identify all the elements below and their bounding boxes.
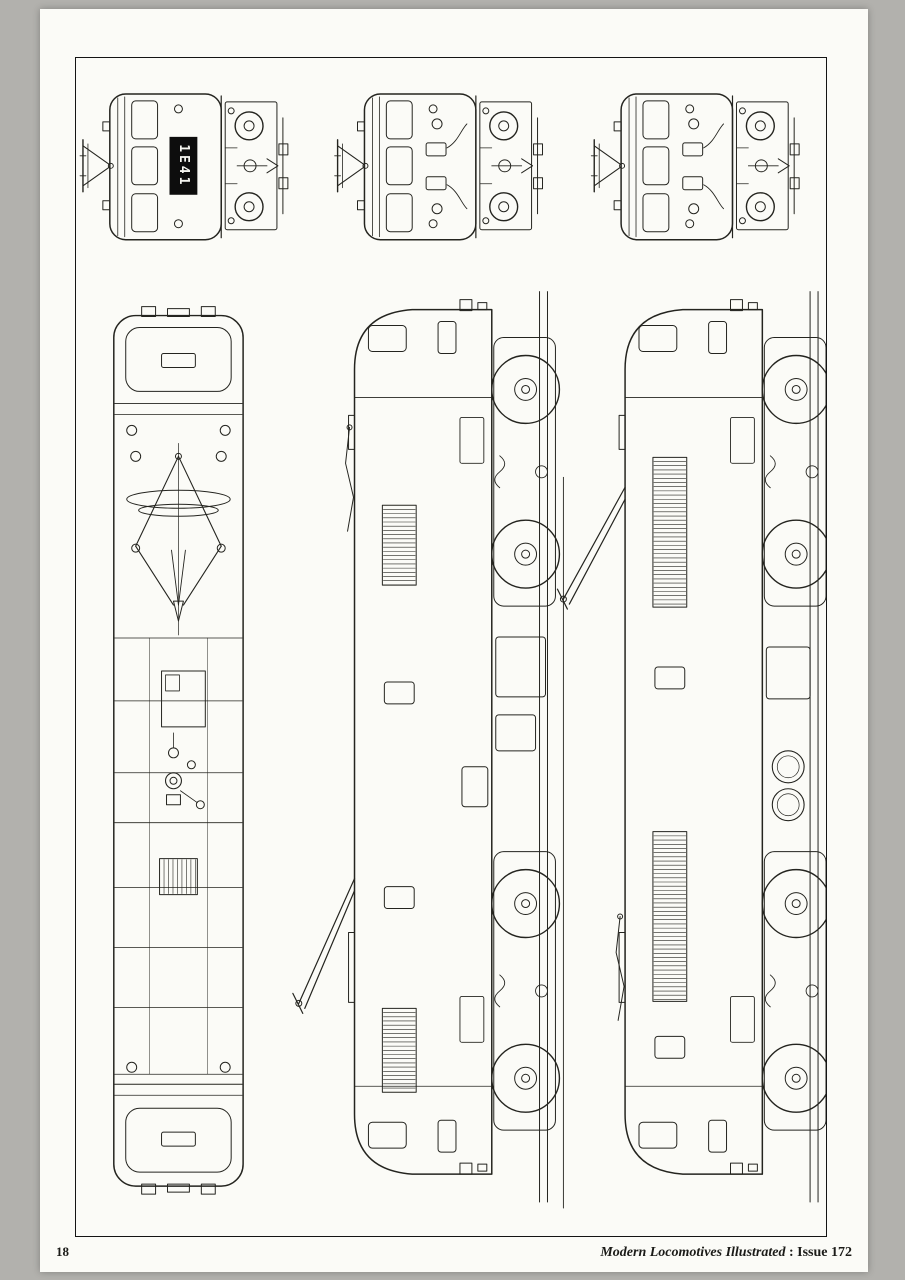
end-view-drawing-3 bbox=[590, 93, 800, 241]
magazine-page: 1E41 18 Modern Locomotives Illustrated :… bbox=[40, 9, 868, 1272]
headcode-text: 1E41 bbox=[176, 144, 191, 187]
locomotive-drawings-plate: 1E41 bbox=[79, 93, 826, 1209]
page-footer: 18 Modern Locomotives Illustrated : Issu… bbox=[56, 1244, 852, 1261]
headcode-panel: 1E41 bbox=[169, 136, 198, 195]
headcode-box bbox=[169, 136, 198, 195]
footer-citation: Modern Locomotives Illustrated : Issue 1… bbox=[600, 1245, 852, 1261]
plate-frame: 1E41 bbox=[75, 57, 827, 1237]
page-number: 18 bbox=[56, 1244, 69, 1259]
roof-plan-view-drawing bbox=[113, 306, 244, 1195]
side-elevation-drawing-left bbox=[292, 291, 561, 1203]
end-view-drawing-1 bbox=[79, 93, 289, 241]
journal-title: Modern Locomotives Illustrated bbox=[600, 1245, 786, 1260]
end-view-drawing-2 bbox=[334, 93, 544, 241]
issue-label: : Issue 172 bbox=[785, 1245, 852, 1260]
side-elevation-drawing-right bbox=[556, 291, 826, 1209]
